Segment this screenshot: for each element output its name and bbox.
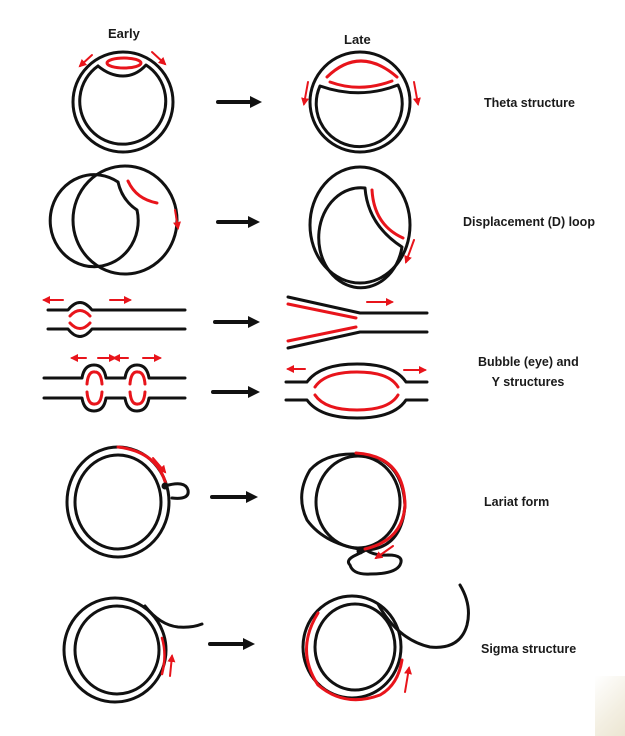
top-strand [46, 301, 187, 312]
progression-arrow [216, 216, 260, 228]
inner-strand [48, 173, 140, 269]
d-loop-early [48, 164, 181, 276]
rolling-tail [143, 604, 204, 629]
replication-eye [105, 56, 143, 70]
bottom-strand [46, 327, 187, 338]
inner-strand [73, 453, 163, 551]
inner-strand [313, 602, 397, 692]
fork-arrow-left [301, 81, 310, 106]
inner-strand [314, 83, 404, 149]
progression-arrow [208, 638, 255, 650]
new-strand-bottom-2 [128, 390, 147, 406]
top-strand [286, 295, 429, 315]
inner-strand [73, 604, 161, 696]
row-label-bubble-y-line1: Bubble (eye) and [478, 355, 579, 369]
progression-arrow [211, 386, 260, 398]
new-strand-bottom [328, 79, 394, 89]
new-strand-bottom [313, 393, 400, 412]
new-strand-top [68, 309, 92, 318]
row-label-d-loop: Displacement (D) loop [463, 215, 595, 229]
sigma-late [301, 583, 470, 702]
outer-strand [71, 50, 175, 154]
column-header-early: Early [108, 26, 140, 41]
bubble-late [284, 362, 429, 420]
branch-point [356, 547, 364, 555]
fork-arrow [167, 654, 176, 677]
rolling-tail [376, 583, 470, 649]
fork-arrow [374, 545, 394, 560]
outer-strand [300, 452, 407, 576]
top-strand [42, 363, 187, 380]
lariat-late [300, 451, 407, 576]
y-structure-late [286, 295, 429, 350]
tail-loop [163, 482, 190, 500]
new-strand [305, 611, 404, 702]
new-strand-top [325, 59, 399, 79]
fork-arrow [404, 666, 412, 693]
row-label-theta: Theta structure [484, 96, 575, 110]
new-strand [354, 451, 407, 551]
column-header-late: Late [344, 32, 371, 47]
displacement-strand [370, 188, 405, 240]
progression-arrow [213, 316, 260, 328]
sigma-early [62, 596, 204, 704]
fork-arrow [173, 209, 181, 230]
fork-arrow [404, 239, 415, 264]
branch-point [161, 482, 169, 490]
fork-arrow-left [78, 54, 93, 68]
outer-strand [308, 165, 412, 285]
fork-arrow [152, 457, 167, 474]
theta-early [71, 50, 175, 154]
bubble-early-double [42, 354, 187, 413]
theta-late [301, 50, 421, 154]
new-strand-top [286, 302, 358, 320]
row-label-sigma: Sigma structure [481, 642, 577, 656]
new-strand-top [313, 370, 400, 389]
fork-arrow-right [412, 81, 421, 106]
displacement-strand [126, 179, 159, 205]
bubble-early-single [42, 296, 187, 338]
new-strand-bottom [286, 325, 358, 343]
outer-strand [62, 596, 168, 704]
paper-texture-corner [595, 676, 625, 736]
fork-arrow-right [151, 51, 167, 66]
new-strand-bottom [68, 321, 92, 330]
inner-strand [317, 186, 404, 290]
row-label-bubble-y-line2: Y structures [491, 375, 565, 389]
outer-strand [308, 50, 412, 154]
row-label-lariat: Lariat form [484, 495, 550, 509]
inner-strand [78, 63, 168, 146]
outer-strand [301, 594, 403, 700]
bottom-strand [284, 398, 429, 420]
top-strand [284, 362, 429, 384]
d-loop-late [308, 165, 415, 290]
row-label-bubble-y: Bubble (eye) and Y structures [478, 352, 579, 392]
progression-arrow [210, 491, 258, 503]
inner-strand [314, 454, 402, 550]
new-strand [160, 636, 166, 676]
bottom-strand [286, 330, 429, 350]
lariat-early [65, 445, 190, 559]
new-strand-bottom-1 [85, 390, 104, 406]
new-strand [116, 445, 168, 487]
new-strand-top-1 [85, 370, 104, 386]
new-strand-top-2 [128, 370, 147, 386]
outer-strand [71, 164, 179, 276]
progression-arrow [216, 96, 262, 108]
bottom-strand [42, 396, 187, 413]
